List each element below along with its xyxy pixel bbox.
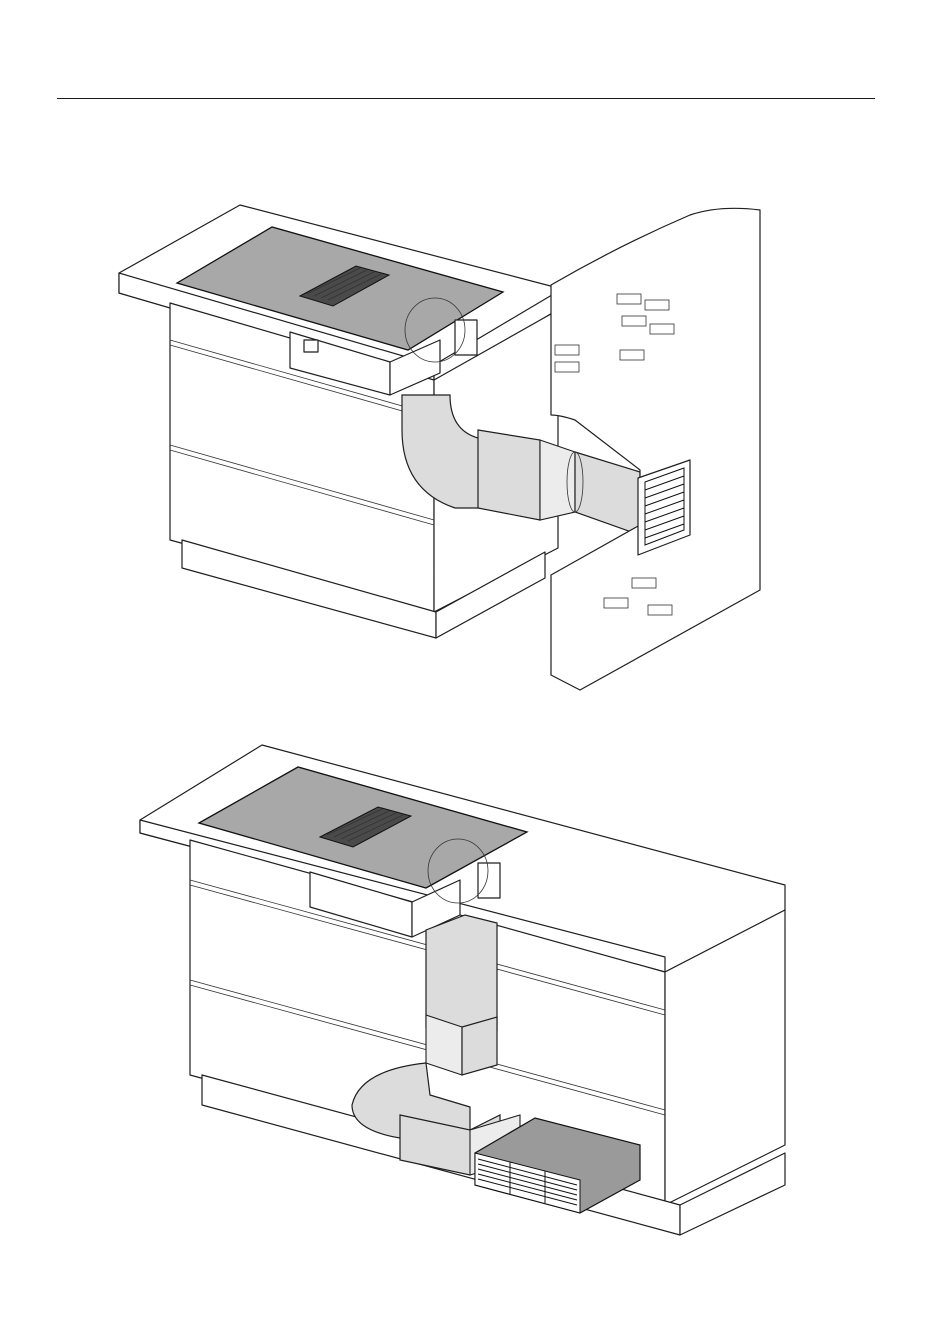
wall-outlet-illustration	[0, 190, 933, 700]
wall-ducting-diagram	[0, 190, 933, 700]
exterior-wall	[551, 208, 760, 690]
plinth-ducting-diagram	[0, 735, 933, 1255]
plinth-outlet-illustration	[0, 735, 933, 1255]
header-rule	[57, 98, 875, 99]
